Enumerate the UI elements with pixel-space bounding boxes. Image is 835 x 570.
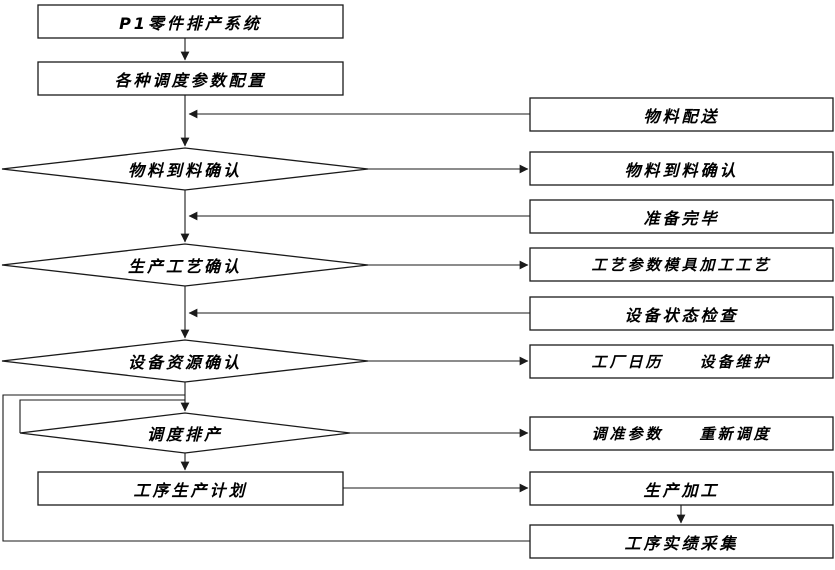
node-process-plan	[37, 471, 344, 506]
node-calendar-maintenance	[529, 344, 834, 379]
node-scheduling-label: 调度排产	[146, 425, 223, 444]
node-process-confirm-label: 生产工艺确认	[127, 257, 242, 276]
node-production	[529, 471, 834, 506]
node-ready-label: 准备完毕	[643, 208, 720, 228]
node-calendar-maintenance-label: 工厂日历 设备维护	[591, 353, 772, 371]
node-equipment-confirm-diamond	[1, 339, 369, 383]
node-param-config-label: 各种调度参数配置	[114, 70, 267, 90]
node-result-collection-label: 工序实绩采集	[624, 533, 739, 553]
node-scheduling-diamond	[19, 412, 351, 454]
node-start-label: P1零件排产系统	[119, 13, 262, 33]
node-production-label: 生产加工	[643, 480, 720, 500]
node-material-delivery	[529, 97, 834, 132]
node-equipment-check	[529, 296, 834, 331]
node-material-confirm-label: 物料到料确认	[127, 161, 242, 180]
node-process-plan-label: 工序生产计划	[133, 480, 248, 500]
node-equipment-confirm-label: 设备资源确认	[127, 353, 242, 372]
node-start	[37, 4, 344, 39]
node-material-delivery-label: 物料配送	[643, 106, 720, 126]
node-adjust-reschedule	[529, 416, 834, 451]
node-ready	[529, 199, 834, 234]
node-equipment-check-label: 设备状态检查	[624, 305, 739, 325]
edge-collection-feedback	[2, 394, 530, 542]
node-process-params	[529, 247, 834, 282]
node-param-config	[37, 61, 344, 96]
node-result-collection	[529, 524, 834, 559]
node-process-confirm-diamond	[1, 243, 369, 287]
node-material-confirm-diamond	[1, 147, 369, 191]
node-arrival-confirm	[529, 151, 834, 186]
node-arrival-confirm-label: 物料到料确认	[624, 160, 739, 180]
edge-scheduling-loop	[19, 399, 185, 433]
node-adjust-reschedule-label: 调准参数 重新调度	[591, 425, 772, 443]
node-process-params-label: 工艺参数模具加工工艺	[591, 256, 772, 274]
